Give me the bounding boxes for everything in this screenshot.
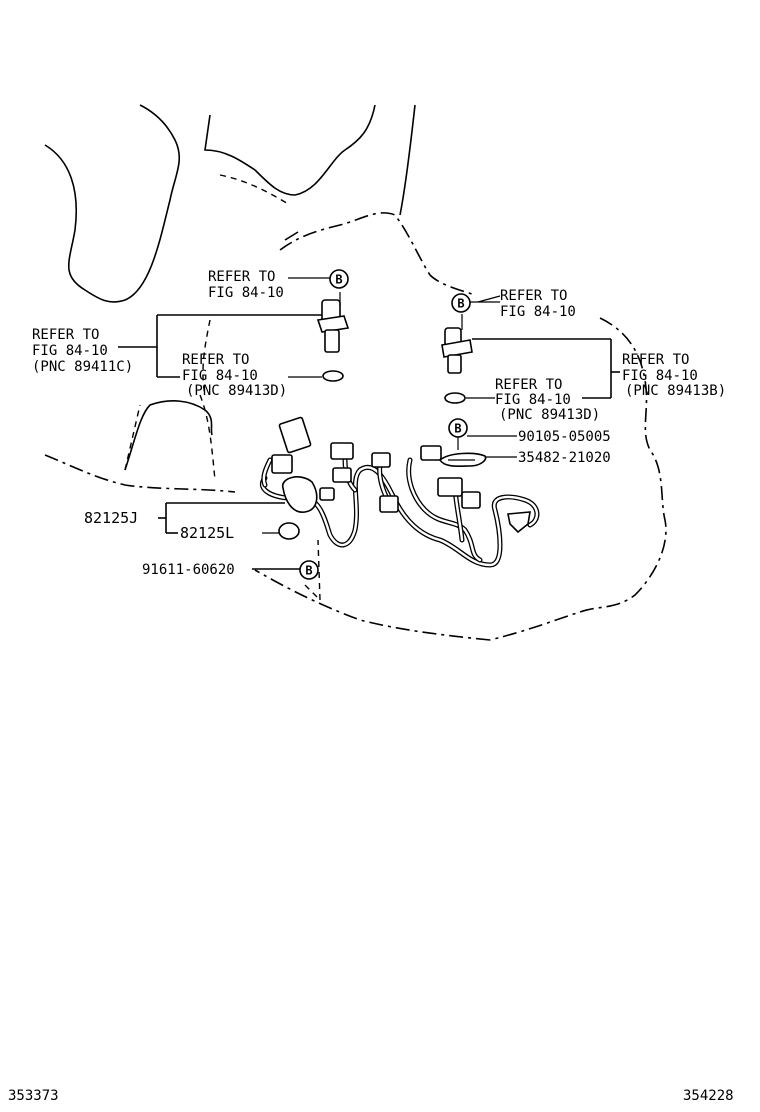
refer-right-line3: (PNC 89413B) bbox=[625, 383, 726, 399]
grommet-part bbox=[278, 522, 300, 540]
refer-right-line1: REFER TO bbox=[622, 352, 689, 368]
refer-top-mid: REFER TO FIG 84-10 bbox=[208, 269, 284, 301]
refer-top-right-line1: REFER TO bbox=[500, 288, 567, 304]
refer-right: REFER TO FIG 84-10 (PNC 89413B) bbox=[622, 352, 726, 399]
badge-b2: B bbox=[451, 293, 471, 313]
refer-mid-right: REFER TO FIG 84-10 (PNC 89413D) bbox=[495, 377, 600, 423]
background-outline bbox=[44, 104, 667, 641]
refer-left-line2: FIG 84-10 bbox=[32, 343, 108, 359]
refer-mid-right-line2: FIG 84-10 bbox=[495, 392, 571, 408]
connectors bbox=[271, 416, 531, 534]
oring-right bbox=[444, 392, 466, 404]
refer-mid-pnc: REFER TO FIG 84-10 (PNC 89413D) bbox=[182, 352, 287, 399]
part-number-clamp-right: 35482-21020 bbox=[518, 450, 611, 466]
badge-b4-label: B bbox=[305, 564, 312, 578]
part-number-clip-bolt: 91611-60620 bbox=[142, 562, 235, 578]
part-number-bolt-right: 90105-05005 bbox=[518, 429, 611, 445]
badge-b1: B bbox=[329, 269, 349, 289]
refer-right-line2: FIG 84-10 bbox=[622, 368, 698, 384]
refer-top-right: REFER TO FIG 84-10 bbox=[500, 288, 576, 320]
refer-left: REFER TO FIG 84-10 (PNC 89411C) bbox=[32, 327, 133, 375]
footer-right-code: 354228 bbox=[683, 1088, 734, 1104]
oring-left bbox=[322, 370, 344, 382]
refer-top-right-line2: FIG 84-10 bbox=[500, 304, 576, 320]
refer-left-line1: REFER TO bbox=[32, 327, 99, 343]
refer-top-mid-line2: FIG 84-10 bbox=[208, 285, 284, 301]
refer-left-line3: (PNC 89411C) bbox=[32, 359, 133, 375]
badge-b3: B bbox=[448, 418, 468, 438]
badge-b2-label: B bbox=[457, 297, 464, 311]
badge-b1-label: B bbox=[335, 273, 342, 287]
footer-left-code: 353373 bbox=[8, 1088, 59, 1104]
sensor-left bbox=[316, 292, 350, 353]
part-number-harness-j: 82125J bbox=[84, 509, 138, 527]
badge-b3-label: B bbox=[454, 422, 461, 436]
refer-mid-pnc-line2: FIG 84-10 bbox=[182, 368, 258, 384]
refer-mid-pnc-line1: REFER TO bbox=[182, 352, 249, 368]
sensor-right bbox=[441, 314, 473, 374]
refer-mid-right-line1: REFER TO bbox=[495, 377, 562, 393]
clamp-right-part bbox=[438, 452, 487, 468]
refer-mid-right-line3: (PNC 89413D) bbox=[499, 407, 600, 423]
refer-top-mid-line1: REFER TO bbox=[208, 269, 275, 285]
leader-lines bbox=[118, 277, 620, 570]
part-number-harness-l: 82125L bbox=[180, 524, 234, 542]
refer-mid-pnc-line3: (PNC 89413D) bbox=[186, 383, 287, 399]
badge-b4: B bbox=[299, 560, 319, 580]
